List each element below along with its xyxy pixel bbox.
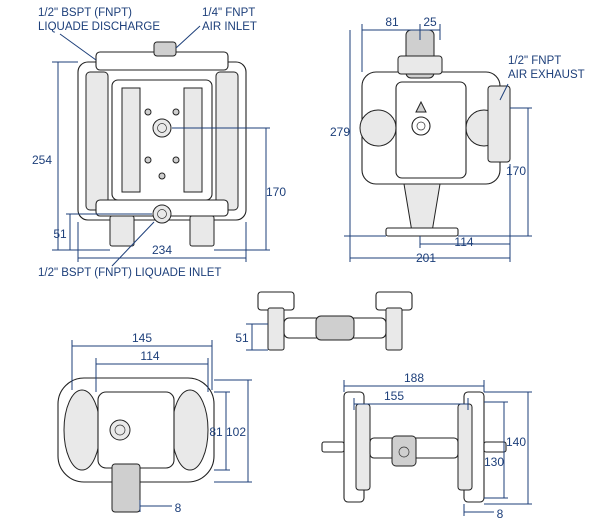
top-h2-dim: 140 [506,435,526,449]
side-top-b-dim: 25 [423,15,437,29]
front-port-height-dim: 170 [266,185,286,199]
bottom-h2-dim: 102 [226,425,246,439]
side-width-dim: 201 [416,251,436,265]
side-top-a-dim: 81 [385,15,399,29]
top-h1-dim: 130 [484,455,504,469]
top-view: 188 155 130 140 8 [321,371,532,521]
side-height-dim: 279 [330,125,350,139]
side-base-half-dim: 114 [454,235,473,249]
side-port-height-dim: 170 [506,164,526,178]
bottom-h1-dim: 81 [209,425,223,439]
top-width-dim: 188 [404,371,424,385]
front-height-dim: 254 [32,153,52,167]
bottom-width-dim: 145 [132,331,152,345]
bottom-inner-width-dim: 114 [140,349,159,363]
exhaust-label-line2: AIR EXHAUST [508,69,585,81]
front-width-dim: 234 [152,243,172,257]
top-inner-width-dim: 155 [384,389,404,403]
manifold-view: 51 [235,291,413,351]
discharge-label-line1: 1/2" BSPT (FNPT) [38,7,132,19]
side-view: 81 25 279 170 114 201 1/2" FNPT AIR EXHA… [330,15,585,265]
inlet-label: 1/2" BSPT (FNPT) LIQUADE INLET [38,267,221,279]
front-view: 254 51 170 234 1/2" BSPT (FNPT) LIQUADE … [32,7,286,279]
exhaust-label-line1: 1/2" FNPT [508,55,561,67]
manifold-height-dim: 51 [235,331,249,345]
front-inlet-height-dim: 51 [53,227,67,241]
bottom-offset-dim: 8 [175,501,182,515]
discharge-label-line2: LIQUADE DISCHARGE [38,21,160,33]
top-offset-dim: 8 [497,507,504,521]
air-inlet-label-line1: 1/4" FNPT [202,7,255,19]
bottom-view: 145 114 81 102 8 [57,331,252,515]
air-inlet-label-line2: AIR INLET [202,21,257,33]
